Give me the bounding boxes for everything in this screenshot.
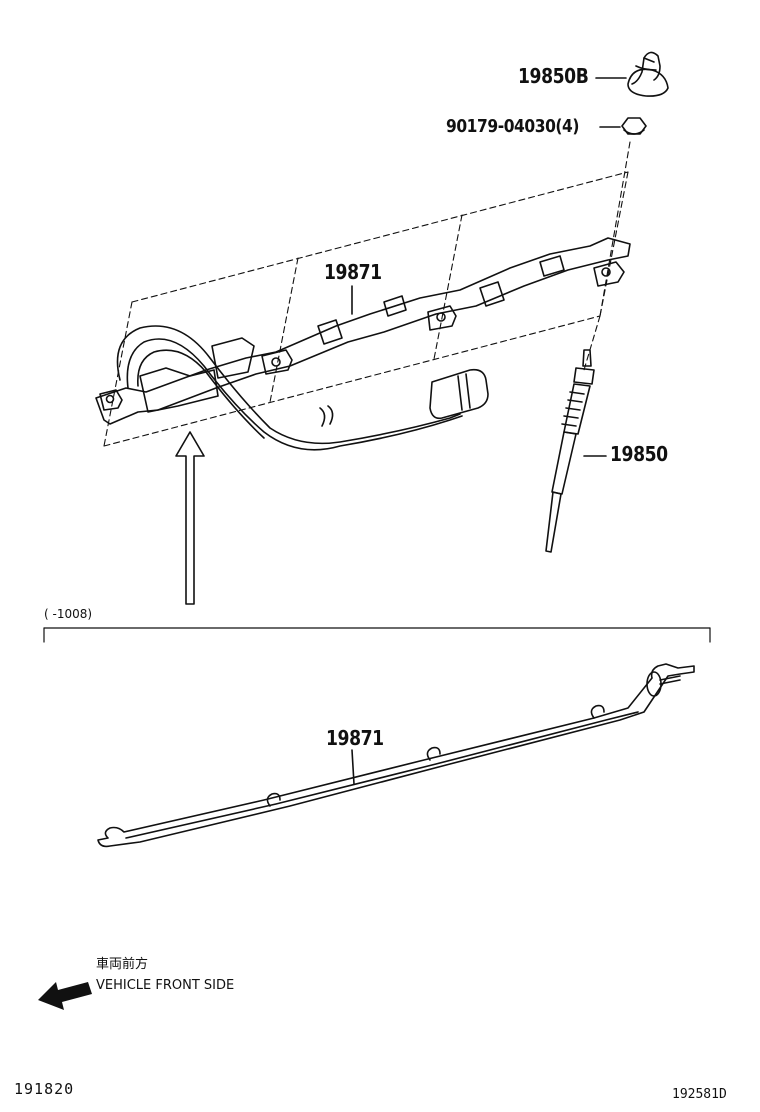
callout-nut: 90179-04030(4) — [446, 116, 580, 137]
callout-connector-lower: 19871 — [326, 726, 384, 750]
front-arrow-icon — [38, 982, 92, 1010]
wire-harness-upper — [95, 237, 631, 451]
front-side-jp: 車両前方 — [96, 957, 149, 972]
front-side-en: VEHICLE FRONT SIDE — [96, 978, 235, 993]
figure-number: 191820 — [14, 1080, 75, 1098]
glow-plug-part — [545, 349, 607, 553]
drawing-number: 192581D — [672, 1087, 727, 1102]
leader-line — [351, 749, 355, 785]
up-arrow-icon — [175, 431, 205, 605]
range-bracket — [43, 627, 711, 643]
callout-glow-plug: 19850 — [610, 442, 668, 466]
assembly-outline — [103, 141, 631, 447]
callout-connector-upper: 19871 — [324, 260, 382, 284]
wire-harness-lower — [97, 663, 695, 848]
callout-grommet: 19850B — [518, 64, 589, 88]
nut-part — [599, 117, 647, 135]
grommet-part — [595, 51, 669, 97]
range-note: ( -1008) — [44, 607, 93, 621]
